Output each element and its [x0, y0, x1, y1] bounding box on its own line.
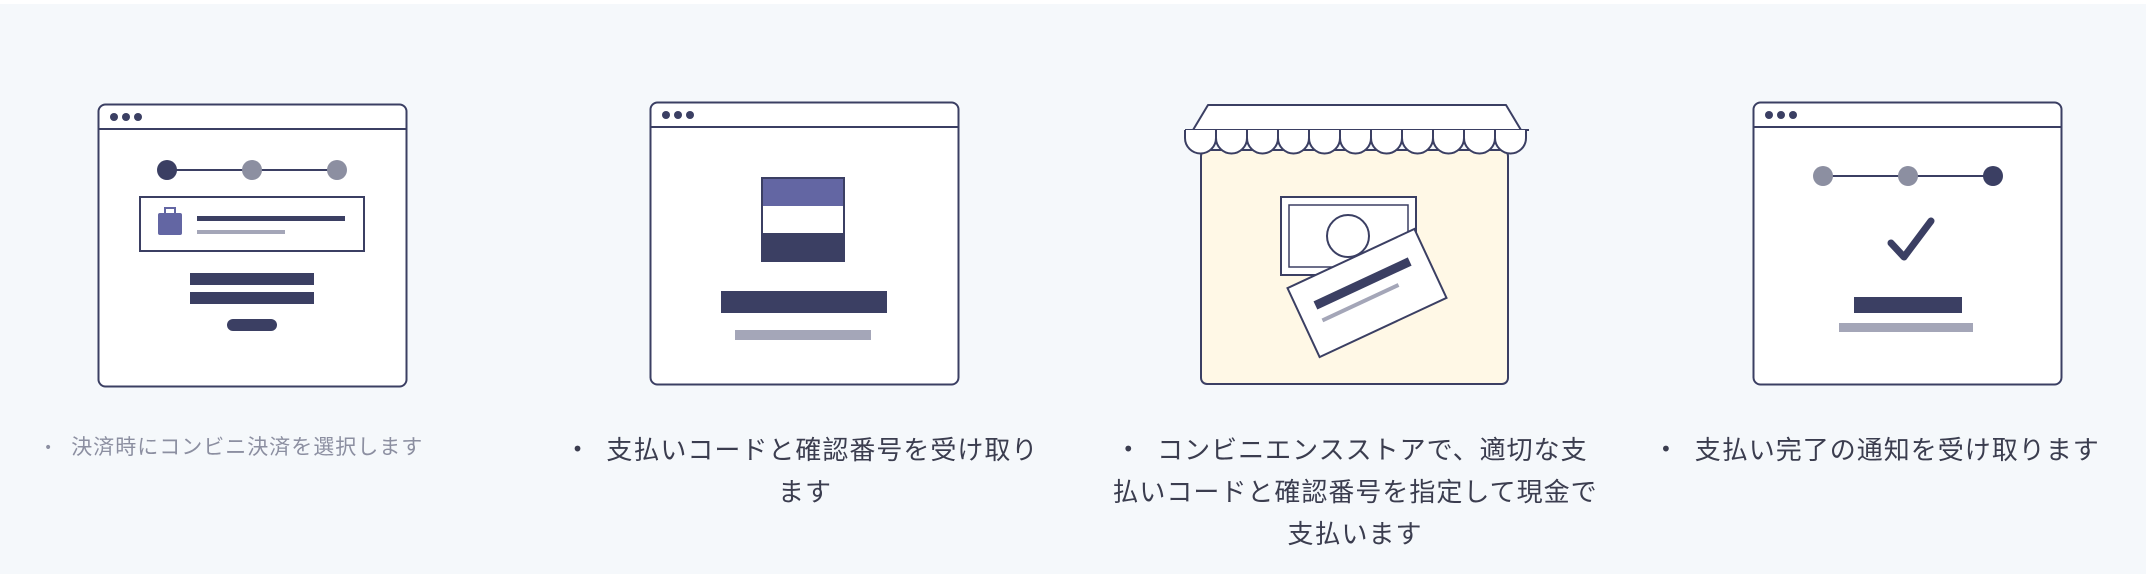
step-2-caption: •支払いコードと確認番号を受け取り ます [540, 428, 1070, 514]
step-2-line-1: •支払いコードと確認番号を受け取り [540, 428, 1070, 472]
bullet: • [1660, 437, 1673, 461]
payment-steps-panel: • 決済時にコンビニ決済を選択します •支払いコードと確認番号を受け取り ます [0, 4, 2146, 574]
step-4-text: 支払い完了の通知を受け取ります [1694, 436, 2100, 466]
step-4-caption: • 支払い完了の通知を受け取ります [1660, 428, 2146, 472]
step-3-line-1: •コンビニエンスストアで、適切な支 [1090, 428, 1620, 472]
bullet: • [571, 437, 585, 461]
bullet: • [44, 440, 54, 456]
step-3-line-3: 支払います [1287, 520, 1423, 550]
convenience-store-icon [1184, 104, 1529, 385]
browser-checkout-icon [97, 103, 408, 388]
step-2-line-2: ます [777, 478, 832, 508]
payment-slip-icon [1286, 227, 1448, 359]
step-1-text: 決済時にコンビニ決済を選択します [71, 435, 424, 459]
step-3-caption: •コンビニエンスストアで、適切な支 払いコードと確認番号を指定して現金で 支払い… [1090, 428, 1620, 556]
bullet: • [1122, 437, 1136, 461]
step-3-line-2: 払いコードと確認番号を指定して現金で [1112, 478, 1598, 508]
step-4-illustration [1752, 101, 2064, 393]
step-1-illustration [97, 103, 409, 395]
step-3-illustration [1183, 100, 1533, 394]
checkmark-icon [1887, 217, 1935, 261]
browser-payment-code-icon [649, 101, 960, 386]
step-1-caption: • 決済時にコンビニ決済を選択します [44, 426, 504, 469]
step-2-illustration [649, 101, 961, 393]
browser-complete-icon [1752, 101, 2063, 386]
